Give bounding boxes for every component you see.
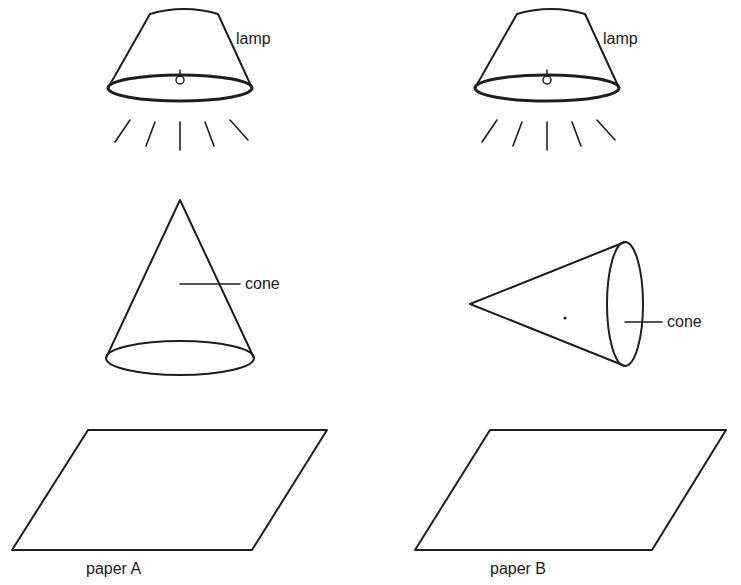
part-label: cone bbox=[667, 313, 702, 331]
lamp-label: lamp bbox=[236, 30, 271, 48]
leader-line bbox=[625, 321, 662, 323]
paper-label: paper B bbox=[490, 560, 546, 578]
light-rays bbox=[115, 120, 248, 150]
light-rays bbox=[482, 120, 615, 150]
cone-upright bbox=[106, 200, 254, 375]
paper-sheet bbox=[415, 430, 726, 550]
lamp-shade bbox=[475, 9, 619, 101]
paper-label: paper A bbox=[86, 560, 141, 578]
lamp-label: lamp bbox=[603, 30, 638, 48]
lamp-shade bbox=[108, 9, 252, 101]
leader-line bbox=[180, 283, 240, 285]
part-label: cone bbox=[245, 275, 280, 293]
paper-sheet bbox=[12, 430, 327, 550]
cone-sideways bbox=[470, 242, 662, 366]
